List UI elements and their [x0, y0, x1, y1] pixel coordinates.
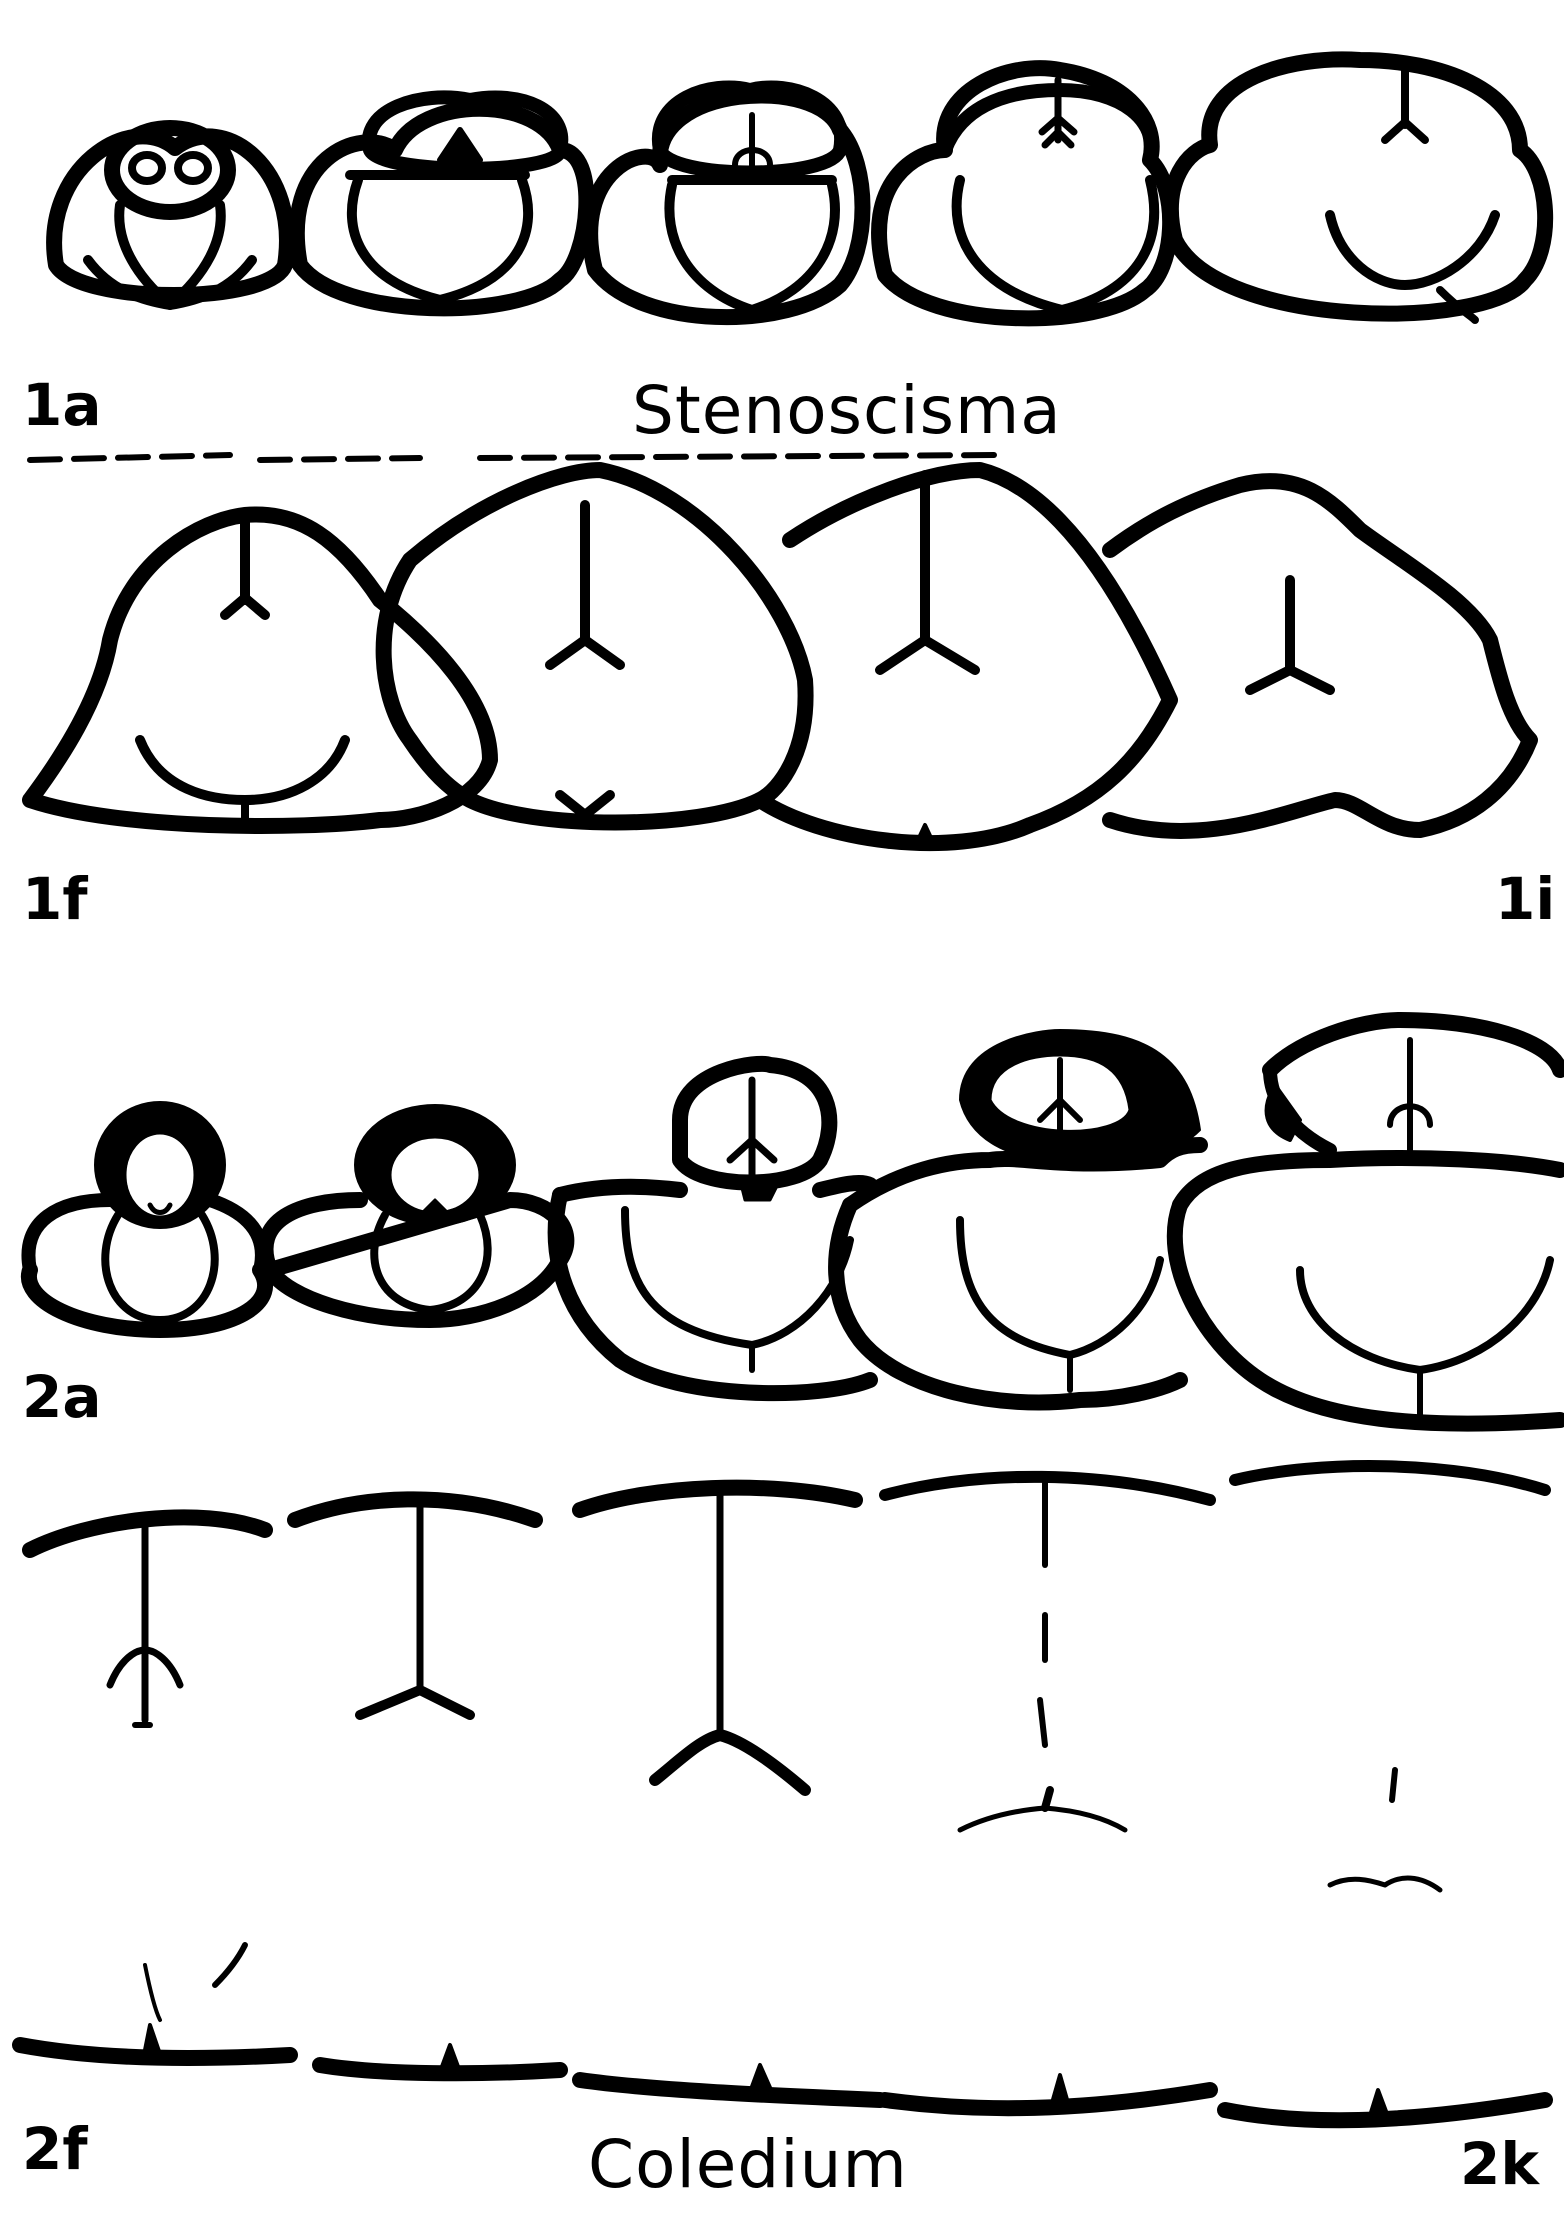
section-2g-lower — [320, 2045, 560, 2073]
section-1b — [297, 97, 587, 308]
section-2k-lower — [1225, 2090, 1545, 2122]
genus-label-stenoscisma: Stenoscisma — [632, 378, 1062, 444]
section-2c — [556, 1064, 870, 1393]
figure-label-2f: 2f — [22, 2120, 88, 2178]
section-2b — [266, 1105, 567, 1320]
section-1e — [1171, 59, 1545, 320]
section-2e — [1175, 1020, 1560, 1424]
section-1d — [879, 68, 1170, 318]
section-2a — [28, 1102, 265, 1330]
figure-label-1f: 1f — [22, 870, 88, 928]
section-2h-upper — [580, 1488, 855, 1790]
section-2h-lower — [580, 2065, 880, 2100]
section-1c — [590, 88, 862, 318]
figure-label-1i: 1i — [1495, 870, 1555, 928]
section-2d — [836, 1030, 1200, 1403]
figure-label-2k: 2k — [1460, 2135, 1539, 2193]
section-2f-lower — [20, 1945, 290, 2060]
section-2f-upper — [30, 1517, 265, 1725]
genus-label-coledium: Coledium — [588, 2132, 908, 2198]
section-1g — [384, 470, 806, 823]
section-2i-upper — [885, 1477, 1210, 1830]
section-2i-lower — [885, 2075, 1210, 2110]
section-1a — [54, 128, 287, 305]
section-1-header-rule — [30, 455, 1000, 460]
section-1i — [1110, 481, 1530, 831]
section-1h — [760, 470, 1170, 843]
figure-label-1a: 1a — [22, 376, 102, 434]
section-2g-upper — [295, 1495, 535, 1715]
section-2k-upper — [1235, 1466, 1545, 1890]
figure-label-2a: 2a — [22, 1368, 102, 1426]
